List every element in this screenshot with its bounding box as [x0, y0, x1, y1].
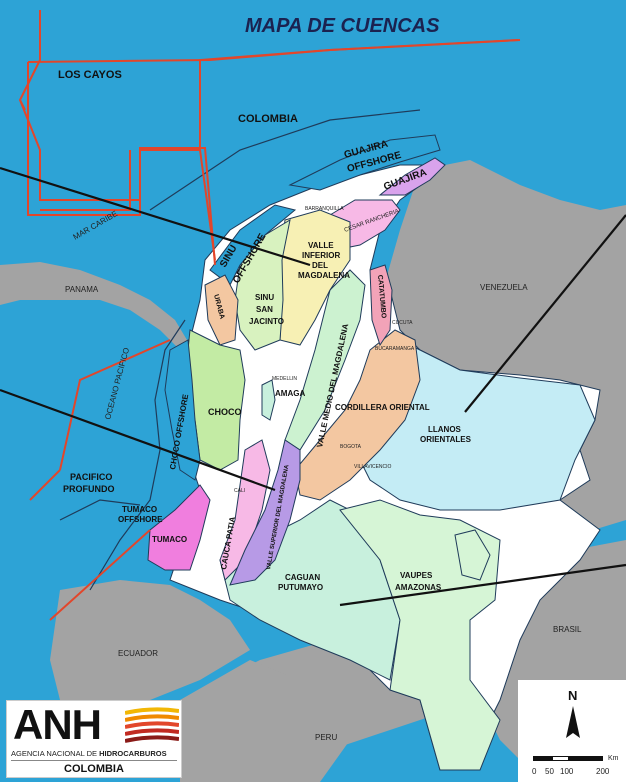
label-vaupes-1: VAUPES	[400, 571, 433, 580]
label-los-cayos: LOS CAYOS	[58, 69, 122, 81]
scale-bar-gap	[553, 757, 568, 760]
city-bucaramanga: BUCARAMANGA	[375, 346, 415, 352]
label-caguan-2: PUTUMAYO	[278, 583, 323, 592]
scale-tick-200: 200	[596, 767, 610, 776]
label-peru: PERU	[315, 733, 337, 742]
basin-sinu-san-jacinto	[234, 218, 291, 351]
label-panama: PANAMA	[65, 285, 99, 294]
land-panama	[0, 262, 190, 350]
label-choco: CHOCO	[208, 407, 242, 417]
label-tumaco: TUMACO	[152, 535, 187, 544]
land-peru-lower	[180, 660, 350, 782]
pointer-line-3	[464, 214, 626, 413]
basin-tumaco	[147, 484, 211, 571]
basin-cordillera-oriental	[294, 329, 421, 501]
offshore-boundary-line-3	[59, 499, 141, 521]
city-barranquilla: BARRANQUILLA	[305, 206, 344, 212]
map-title: MAPA DE CUENCAS	[245, 15, 440, 37]
label-amaga: AMAGA	[275, 389, 305, 398]
label-llanos-1: LLANOS	[428, 425, 462, 434]
label-cordillera-oriental: CORDILLERA ORIENTAL	[335, 403, 430, 412]
label-ecuador: ECUADOR	[118, 649, 158, 658]
label-vim-1: VALLE	[308, 241, 334, 250]
basin-vaupes-inset	[454, 529, 491, 581]
logo-agency-bold: HIDROCARBUROS	[99, 749, 167, 758]
label-sinu-san-jacinto-3: JACINTO	[249, 317, 284, 326]
basin-guajira-offshore	[288, 134, 441, 191]
label-llanos-2: ORIENTALES	[420, 435, 472, 444]
pointer-line-1	[0, 166, 311, 267]
label-sinu-san-jacinto-1: SINU	[255, 293, 274, 302]
basin-amaga	[261, 379, 276, 421]
logo-stripes-icon	[125, 707, 179, 743]
logo-divider	[11, 760, 177, 761]
label-colombia-sea: COLOMBIA	[238, 113, 298, 125]
label-vim-4: MAGDALENA	[298, 271, 350, 280]
label-tumaco-offshore-2: OFFSHORE	[118, 515, 163, 524]
logo-agency-name: AGENCIA NACIONAL DE HIDROCARBUROS	[11, 749, 167, 758]
city-bogota: BOGOTA	[340, 444, 362, 450]
basin-valle-medio-magdalena	[284, 269, 366, 451]
scale-unit: Km	[608, 755, 619, 762]
land-ecuador	[50, 580, 250, 710]
maritime-border-west	[27, 62, 216, 266]
label-pacifico-profundo-1: PACIFICO	[70, 472, 112, 482]
label-venezuela: VENEZUELA	[480, 283, 528, 292]
label-vim-3: DEL	[312, 261, 328, 270]
basin-vaupes-amazonas	[339, 499, 501, 771]
north-arrow-icon	[566, 706, 580, 738]
city-medellin: MEDELLIN	[272, 376, 297, 382]
logo-abbr: ANH	[13, 701, 102, 748]
offshore-boundary-line	[89, 319, 186, 591]
logo-agency-prefix: AGENCIA NACIONAL DE	[11, 749, 100, 758]
city-villavicencio: VILLAVICENCIO	[354, 464, 392, 470]
scale-tick-50: 50	[545, 767, 554, 776]
scale-tick-100: 100	[560, 767, 574, 776]
city-cali: CALI	[234, 488, 245, 494]
scale-tick-0: 0	[532, 767, 537, 776]
logo-country: COLOMBIA	[64, 763, 124, 775]
label-tumaco-offshore-1: TUMACO	[122, 505, 157, 514]
label-sinu-san-jacinto-2: SAN	[256, 305, 273, 314]
basin-catatumbo	[369, 264, 393, 347]
label-pacifico-profundo-2: PROFUNDO	[63, 484, 115, 494]
basin-sinu-offshore	[209, 204, 297, 286]
label-catatumbo: CATATUMBO	[376, 275, 387, 320]
label-vaupes-2: AMAZONAS	[395, 583, 442, 592]
basin-uraba	[204, 274, 239, 346]
city-cucuta: CUCUTA	[392, 320, 413, 326]
offshore-boundary-line-2	[149, 109, 421, 211]
basin-choco-offshore	[164, 339, 201, 481]
label-brasil: BRASIL	[553, 625, 582, 634]
pointer-line-2	[0, 388, 276, 492]
basin-valle-superior-magdalena	[229, 439, 301, 586]
maritime-border-north	[27, 39, 519, 63]
label-vim-2: INFERIOR	[302, 251, 340, 260]
north-label: N	[568, 688, 577, 703]
pointer-line-4	[339, 563, 626, 607]
basin-guajira	[378, 157, 446, 196]
label-caguan-1: CAGUAN	[285, 573, 320, 582]
anh-logo: ANH AGENCIA NACIONAL DE HIDROCARBUROS CO…	[6, 700, 182, 778]
